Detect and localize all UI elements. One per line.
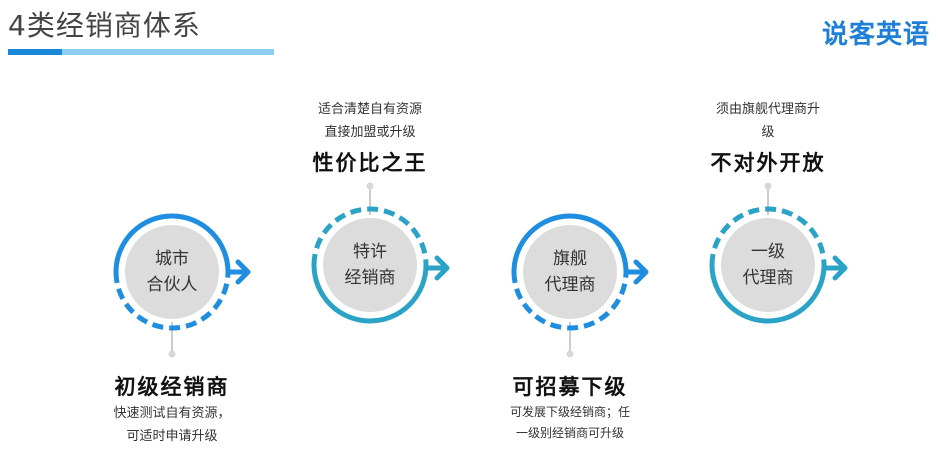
node-2-heading: 性价比之王 — [312, 151, 428, 175]
node-2-desc-line1: 适合清楚自有资源 — [317, 102, 422, 117]
node-4-label-line2: 代理商 — [742, 268, 794, 288]
node-3-label-line1: 旗舰 — [553, 249, 587, 269]
node-4-label-line1: 一级 — [751, 242, 785, 262]
node-4-caption: 须由旗舰代理商升 级 不对外开放 — [668, 98, 868, 178]
node-1-caption: 初级经销商 快速测试自有资源， 可适时申请升级 — [72, 372, 272, 448]
node-3-desc-line2: 一级别经销商可升级 — [515, 426, 624, 440]
node-1-label-line2: 合伙人 — [146, 275, 198, 295]
node-1-heading: 初级经销商 — [114, 375, 230, 399]
node-2-caption: 适合清楚自有资源 直接加盟或升级 性价比之王 — [270, 98, 470, 178]
node-4-ring — [709, 182, 848, 324]
node-1-desc-line1: 快速测试自有资源， — [113, 406, 231, 421]
node-4-desc-line1: 须由旗舰代理商升 — [715, 102, 820, 117]
node-3-caption: 可招募下级 可发展下级经销商；任 一级别经销商可升级 — [470, 372, 670, 444]
node-1-ring — [113, 213, 251, 358]
node-4-label: 一级 代理商 — [718, 239, 818, 291]
node-1-label: 城市 合伙人 — [122, 246, 222, 298]
title-underline — [8, 49, 274, 55]
node-1-label-line1: 城市 — [155, 249, 189, 269]
page-title: 4类经销商体系 — [8, 9, 201, 42]
node-4-desc-line2: 级 — [761, 125, 775, 140]
node-3-ring — [511, 213, 649, 358]
title-underline-accent — [8, 49, 62, 55]
node-3-label-line2: 代理商 — [544, 275, 596, 295]
arrow-right-icon — [434, 255, 450, 281]
node-4-heading: 不对外开放 — [710, 151, 826, 175]
arrow-right-icon — [832, 255, 848, 281]
arrow-right-icon — [633, 259, 649, 285]
brand-logo: 说客英语 — [821, 20, 930, 50]
node-2-label: 特许 经销商 — [320, 239, 420, 291]
node-3-desc-line1: 可发展下级经销商；任 — [509, 405, 630, 419]
node-3-label: 旗舰 代理商 — [520, 246, 620, 298]
node-2-label-line1: 特许 — [353, 242, 387, 262]
node-1-desc-line2: 可适时申请升级 — [126, 429, 218, 444]
node-2-desc-line2: 直接加盟或升级 — [324, 125, 416, 140]
arrow-right-icon — [235, 259, 251, 285]
node-2-label-line2: 经销商 — [344, 268, 396, 288]
node-2-ring — [311, 182, 450, 324]
node-3-heading: 可招募下级 — [512, 375, 628, 399]
